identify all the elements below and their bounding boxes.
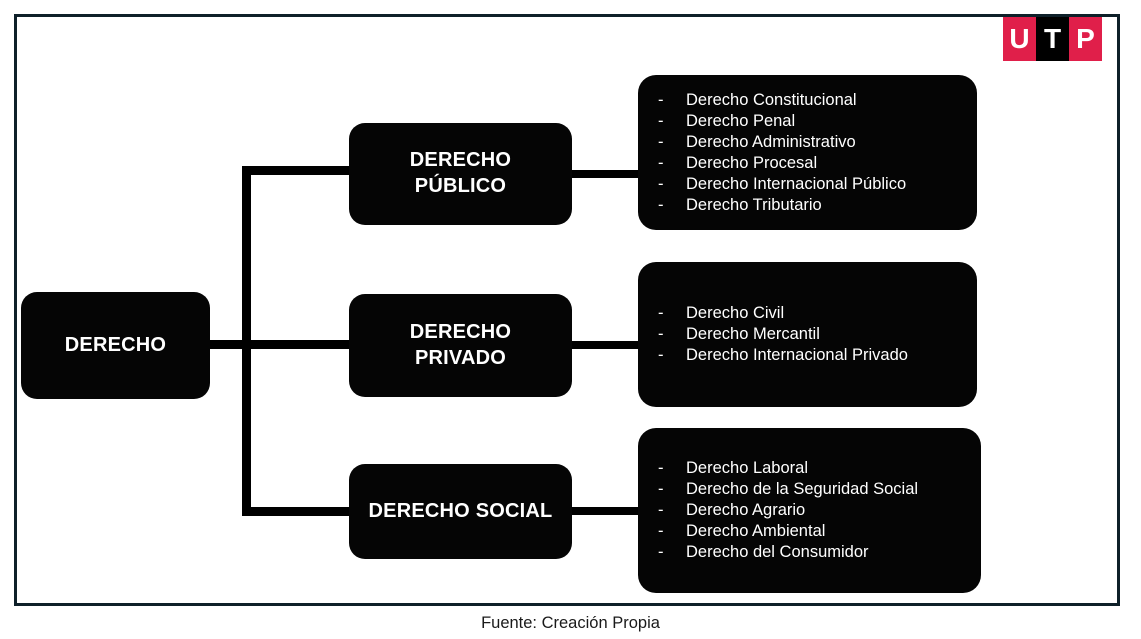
bullet-dash-icon: - <box>658 346 664 364</box>
connector-social-to-list <box>566 507 646 515</box>
list-item-label: Derecho Agrario <box>686 501 806 519</box>
list-item-label: Derecho Internacional Público <box>686 174 907 193</box>
bullet-dash-icon: - <box>658 174 664 193</box>
bullet-dash-icon: - <box>658 153 664 172</box>
list-item: - Derecho Laboral <box>658 458 981 479</box>
node-derecho-publico-label: DERECHO PÚBLICO <box>409 149 512 197</box>
list-item-label: Derecho Administrativo <box>686 132 856 151</box>
list-item: - Derecho Administrativo <box>658 132 977 153</box>
bullet-dash-icon: - <box>658 325 664 343</box>
figure-caption: Fuente: Creación Propia <box>481 614 660 632</box>
list-derecho-publico: - Derecho Constitucional - Derecho Penal… <box>638 75 977 230</box>
list-item: - Derecho Internacional Privado <box>658 345 977 366</box>
list-item: - Derecho Mercantil <box>658 324 977 345</box>
list-item: - Derecho Civil <box>658 303 977 324</box>
list-items-social: - Derecho Laboral - Derecho de la Seguri… <box>638 458 981 563</box>
list-items-publico: - Derecho Constitucional - Derecho Penal… <box>638 90 977 216</box>
logo-letter-t: T <box>1036 17 1069 61</box>
list-item: - Derecho Agrario <box>658 500 981 521</box>
list-item-label: Derecho del Consumidor <box>686 543 869 561</box>
connector-privado-to-list <box>566 341 646 349</box>
connector-trunk-to-social <box>242 507 354 516</box>
bullet-dash-icon: - <box>658 501 664 519</box>
bullet-dash-icon: - <box>658 111 664 130</box>
connector-publico-to-list <box>566 170 646 178</box>
bullet-dash-icon: - <box>658 132 664 151</box>
utp-logo: U T P <box>1003 17 1102 61</box>
list-item: - Derecho de la Seguridad Social <box>658 479 981 500</box>
node-derecho-label: DERECHO <box>64 333 167 356</box>
connector-trunk-to-publico <box>242 166 354 175</box>
list-item-label: Derecho Mercantil <box>686 325 820 343</box>
bullet-dash-icon: - <box>658 522 664 540</box>
bullet-dash-icon: - <box>658 90 664 109</box>
logo-letter-p: P <box>1069 17 1102 61</box>
list-item-label: Derecho Penal <box>686 111 796 130</box>
bullet-dash-icon: - <box>658 480 664 498</box>
bullet-dash-icon: - <box>658 195 664 214</box>
list-item-label: Derecho Civil <box>686 304 785 322</box>
bullet-dash-icon: - <box>658 459 664 477</box>
list-item-label: Derecho Internacional Privado <box>686 346 908 364</box>
list-item-label: Derecho Ambiental <box>686 522 826 540</box>
list-item-label: Derecho Procesal <box>686 153 818 172</box>
node-derecho-social-label: DERECHO SOCIAL <box>368 499 553 522</box>
node-derecho-privado[interactable]: DERECHO PRIVADO <box>349 294 572 397</box>
list-derecho-social: - Derecho Laboral - Derecho de la Seguri… <box>638 428 981 593</box>
list-item-label: Derecho Constitucional <box>686 90 857 109</box>
node-derecho-social[interactable]: DERECHO SOCIAL <box>349 464 572 559</box>
logo-letter-u: U <box>1003 17 1036 61</box>
connector-trunk-to-privado <box>242 340 354 349</box>
list-item-label: Derecho de la Seguridad Social <box>686 480 919 498</box>
list-item: - Derecho Tributario <box>658 195 977 216</box>
list-items-privado: - Derecho Civil - Derecho Mercantil - De… <box>638 303 977 366</box>
list-item: - Derecho Penal <box>658 111 977 132</box>
list-item-label: Derecho Tributario <box>686 195 822 214</box>
list-item: - Derecho Procesal <box>658 153 977 174</box>
connector-root-to-trunk <box>208 340 250 349</box>
list-item-label: Derecho Laboral <box>686 459 808 477</box>
node-derecho-publico[interactable]: DERECHO PÚBLICO <box>349 123 572 225</box>
list-item: - Derecho Constitucional <box>658 90 977 111</box>
list-item: - Derecho Internacional Público <box>658 174 977 195</box>
list-item: - Derecho del Consumidor <box>658 542 981 563</box>
bullet-dash-icon: - <box>658 543 664 561</box>
node-derecho-privado-label: DERECHO PRIVADO <box>409 320 512 369</box>
bullet-dash-icon: - <box>658 304 664 322</box>
list-derecho-privado: - Derecho Civil - Derecho Mercantil - De… <box>638 262 977 407</box>
list-item: - Derecho Ambiental <box>658 521 981 542</box>
node-derecho[interactable]: DERECHO <box>21 292 210 399</box>
